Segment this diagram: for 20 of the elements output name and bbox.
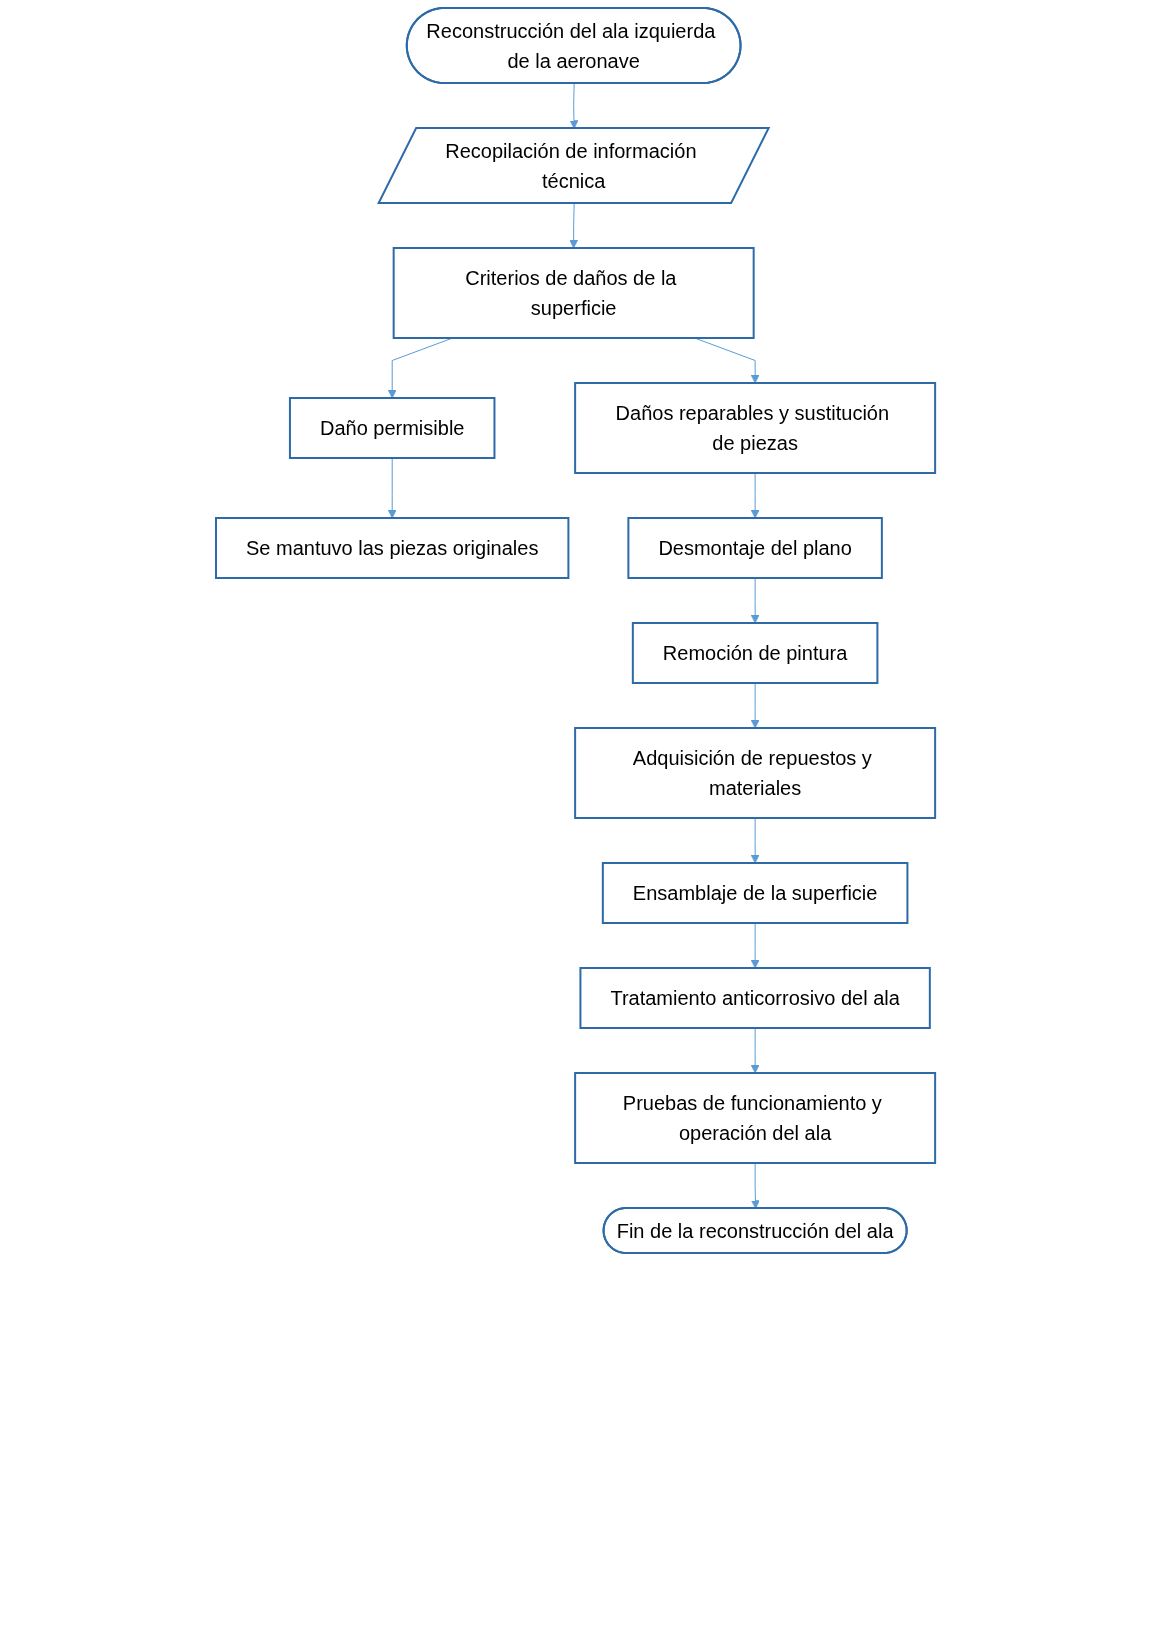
node-box: Adquisición de repuestos y materiales bbox=[574, 727, 937, 819]
arrow bbox=[751, 1162, 760, 1209]
node-box: Desmontaje del plano bbox=[627, 517, 883, 579]
arrow bbox=[750, 1027, 760, 1074]
node-box: Tratamiento anticorrosivo del ala bbox=[579, 967, 931, 1029]
arrow bbox=[750, 922, 760, 969]
node-box: Daños reparables y sustitución de piezas bbox=[574, 382, 937, 474]
node-box: Ensamblaje de la superficie bbox=[601, 862, 909, 924]
node-box: Remoción de pintura bbox=[631, 622, 879, 684]
node-box: Se mantuvo las piezas originales bbox=[214, 517, 570, 579]
node-box: Pruebas de funcionamiento y operación del ala bbox=[574, 1072, 937, 1164]
node-box: Daño permisible bbox=[288, 397, 496, 459]
arrow bbox=[750, 682, 760, 729]
arrow bbox=[750, 577, 760, 624]
arrow bbox=[569, 83, 579, 129]
arrow bbox=[569, 203, 578, 249]
node-box: Criterios de daños de la superficie bbox=[392, 247, 755, 339]
arrow bbox=[387, 457, 397, 519]
arrow bbox=[750, 817, 760, 864]
arrow bbox=[750, 472, 760, 519]
